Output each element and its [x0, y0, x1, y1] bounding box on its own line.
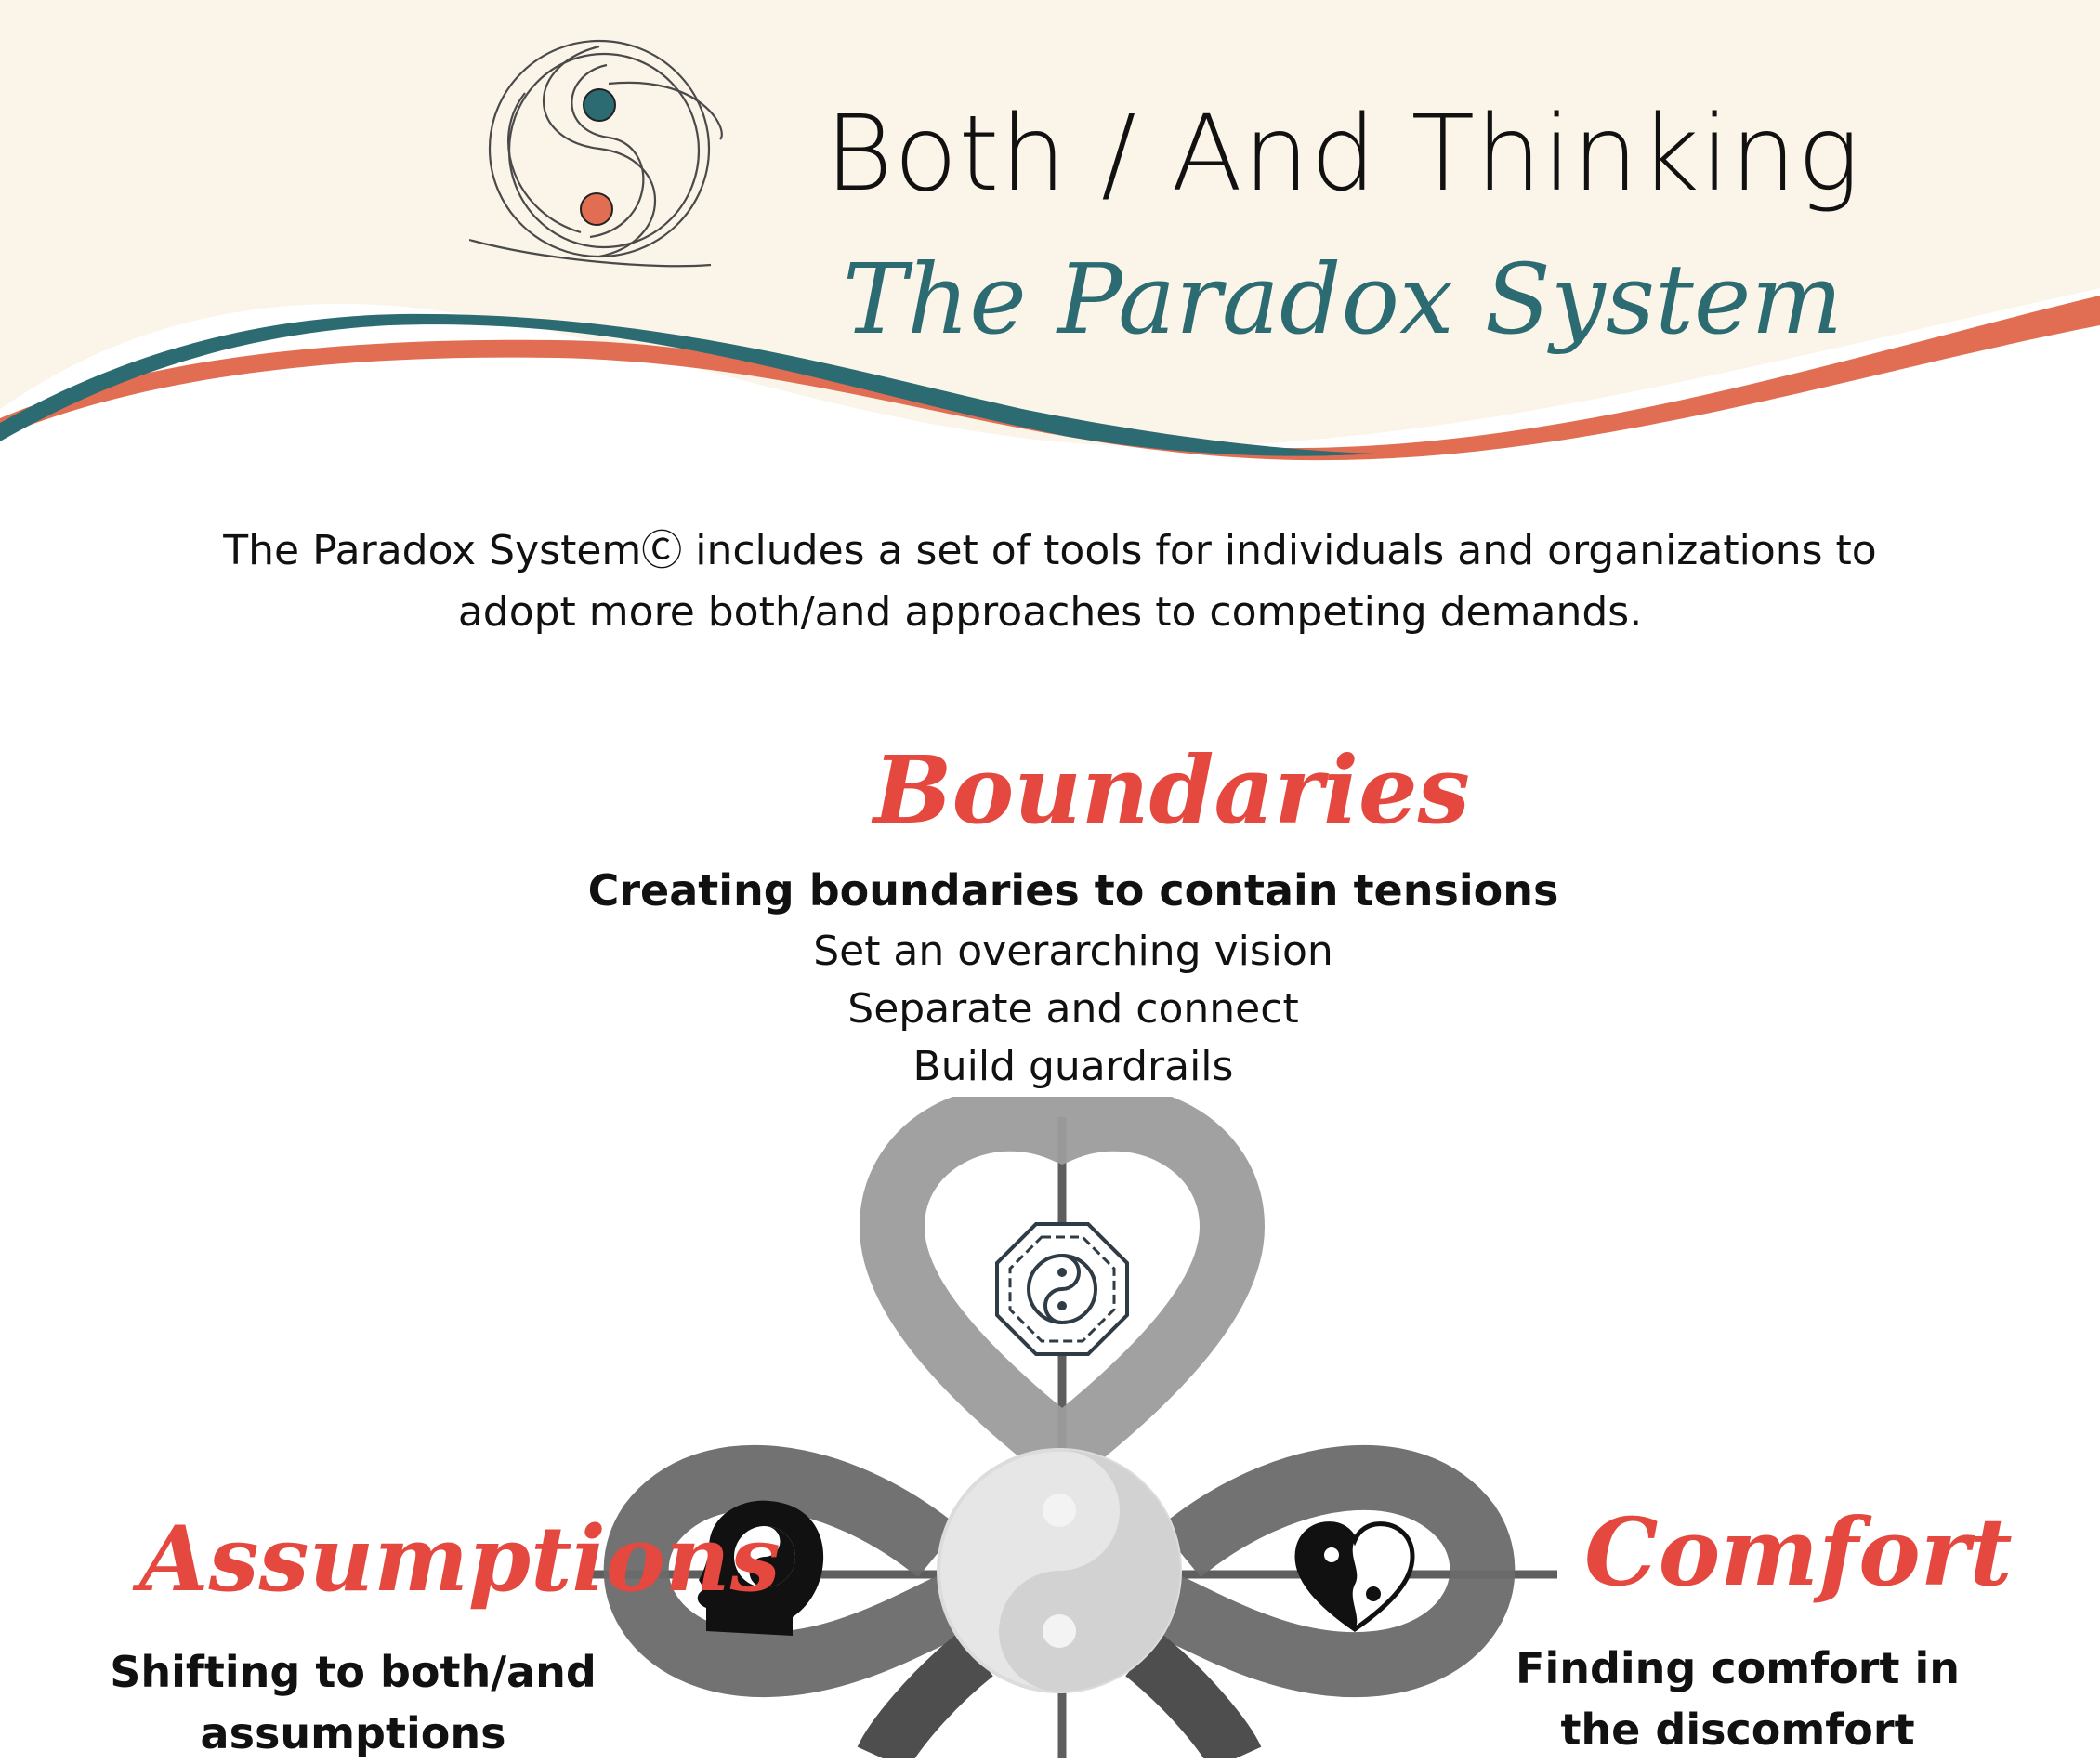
intro-line-1: The Paradox SystemⒸ includes a set of to…: [223, 527, 1877, 574]
boundaries-heading: Creating boundaries to contain tensions: [587, 865, 1559, 915]
head-yin-yang-icon: [697, 1500, 824, 1636]
boundaries-item-1: Set an overarching vision: [813, 928, 1333, 975]
boundaries-title: Boundaries: [873, 735, 1470, 845]
bagua-yin-yang-icon: [995, 1222, 1129, 1356]
heart-yin-yang-icon: [1294, 1521, 1415, 1633]
page-title: Both / And Thinking: [824, 94, 1861, 215]
left-loop: [603, 1445, 979, 1698]
yin-yang-swirl-logo-icon: [469, 39, 723, 268]
cream-band: [0, 0, 2100, 447]
page-subtitle: The Paradox System: [842, 243, 1844, 356]
comfort-heading-line-1: Finding comfort in: [1516, 1643, 1960, 1693]
right-loop: [1139, 1445, 1516, 1698]
comfort-heading-line-2: the discomfort: [1560, 1705, 1915, 1755]
assumptions-heading-line-1: Shifting to both/and: [110, 1647, 597, 1697]
bottom-left-loop: [857, 1632, 993, 1758]
boundaries-item-2: Separate and connect: [847, 985, 1299, 1033]
intro-text: The Paradox SystemⒸ includes a set of to…: [186, 520, 1914, 643]
top-loop: [859, 1097, 1266, 1492]
assumptions-title: Assumptions: [139, 1507, 781, 1612]
teal-wave: [0, 313, 1375, 456]
yin-yang-center-icon: [937, 1448, 1182, 1693]
paradox-system-diagram: [587, 1097, 1557, 1758]
header-background: [0, 0, 2100, 461]
intro-line-2: adopt more both/and approaches to compet…: [457, 588, 1643, 636]
boundaries-item-3: Build guardrails: [912, 1043, 1234, 1090]
bottom-right-loop: [1125, 1632, 1262, 1758]
assumptions-heading-line-2: assumptions: [200, 1708, 506, 1758]
comfort-title: Comfort: [1584, 1497, 2013, 1607]
